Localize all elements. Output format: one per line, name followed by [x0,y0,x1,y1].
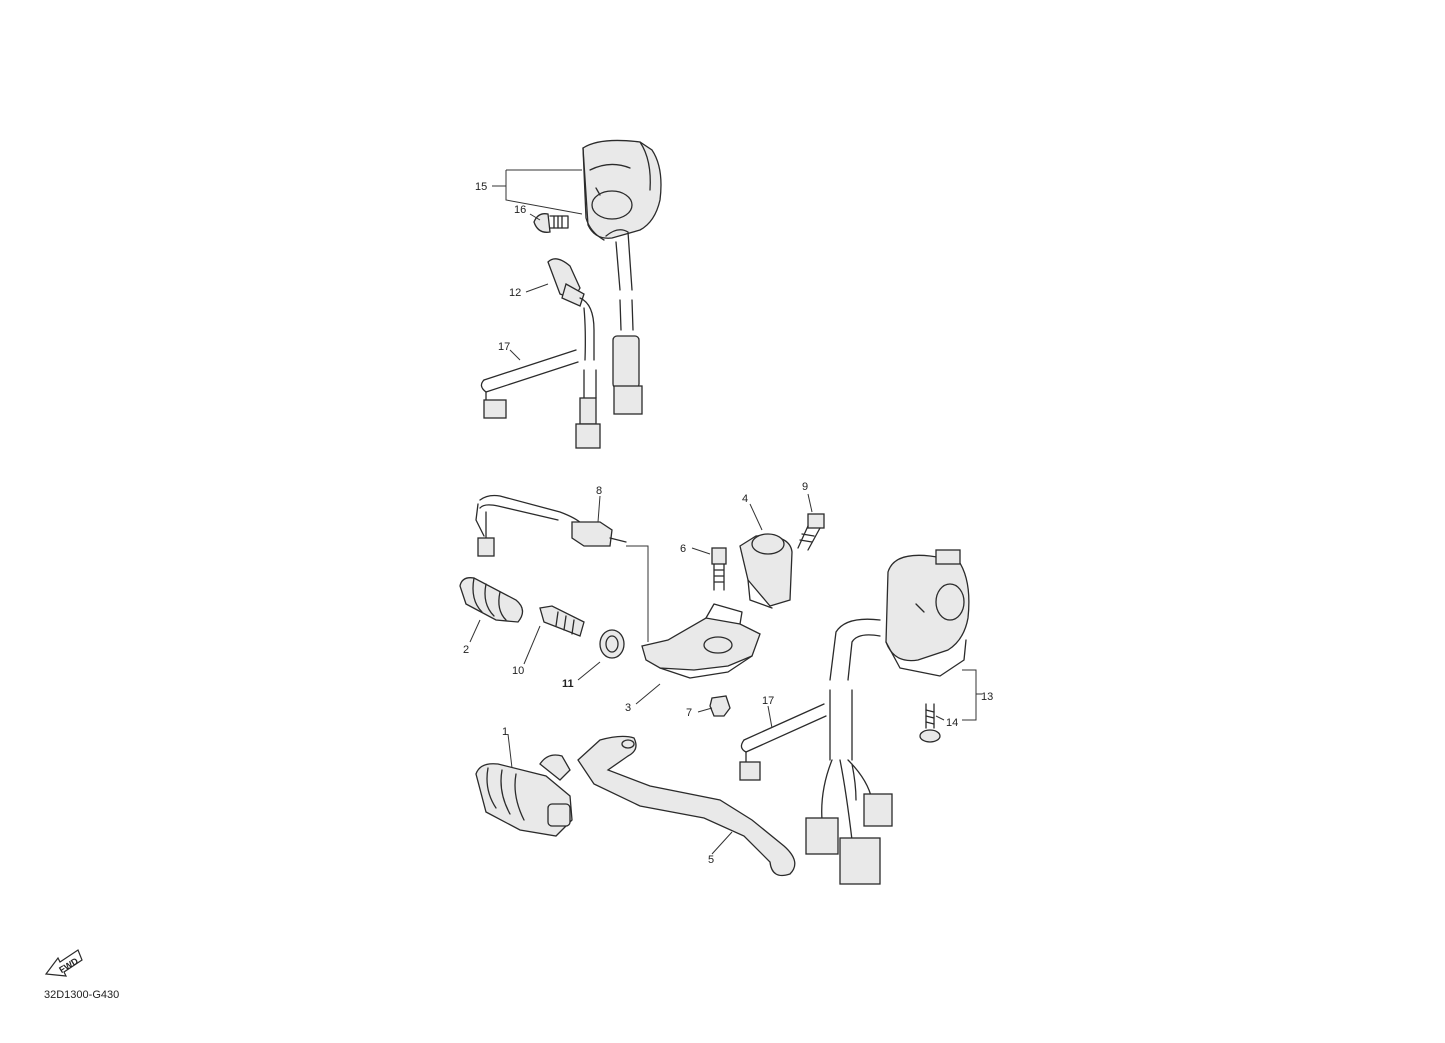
callout-11: 11 [562,678,574,690]
callout-6: 6 [680,543,686,555]
nut-7 [709,695,731,717]
cable-hub-1 [475,754,573,837]
right-handlebar-switch-13 [885,549,970,677]
cable-band-17-upper [480,349,579,419]
lever-holder-3 [641,603,761,679]
clutch-lever-5 [577,735,796,877]
left-handlebar-switch [582,139,662,241]
locknut-11 [599,629,625,659]
callout-2: 2 [463,644,469,656]
callout-16: 16 [514,204,526,216]
switch-12 [547,258,601,449]
callout-7: 7 [686,707,692,719]
callout-4: 4 [742,493,748,505]
screw-16 [533,213,569,233]
clamp-4 [739,533,793,609]
callout-1: 1 [502,726,508,738]
bolt-9 [797,513,825,551]
callout-13: 13 [981,691,993,703]
callout-14: 14 [946,717,958,729]
drawing-code: 32D1300-G430 [44,989,120,1001]
switch-cable [605,229,643,415]
callout-15: 15 [475,181,487,193]
cable-band-17-lower [739,703,827,781]
callout-10: 10 [512,665,524,677]
callout-9: 9 [802,481,808,493]
callout-8: 8 [596,485,602,497]
callout-17-lower: 17 [762,695,774,707]
fwd-arrow-icon: FWD [44,949,83,977]
adjuster-2 [459,577,524,623]
leader-lines [469,169,982,855]
callout-5: 5 [708,854,714,866]
adjuster-bolt-10 [539,605,585,637]
callout-3: 3 [625,702,631,714]
callout-12: 12 [509,287,521,299]
bolt-6 [711,547,727,591]
callout-17-upper: 17 [498,341,510,353]
callout-labels: 15 16 12 17 8 4 9 6 2 10 11 3 7 17 13 14… [463,181,993,866]
screw-14 [919,703,941,743]
right-switch-harness [805,618,893,885]
clutch-switch-8 [475,494,627,557]
